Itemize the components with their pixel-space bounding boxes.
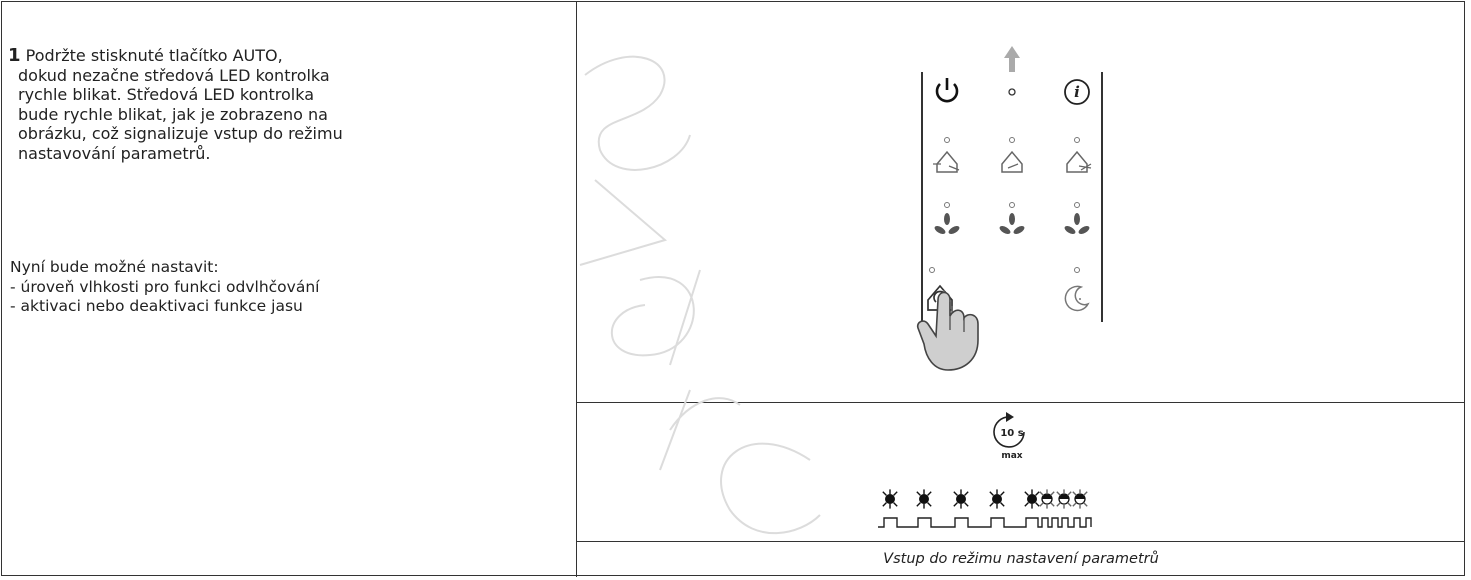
led-on-icon <box>1027 494 1037 504</box>
led-on-icon <box>992 494 1002 504</box>
step-line: rychle blikat. Středová LED kontrolka <box>18 85 315 104</box>
step-line: bude rychle blikat, jak je zobrazeno na <box>18 104 328 124</box>
power-icon <box>935 78 959 103</box>
house-mode-icon-3 <box>1066 150 1092 173</box>
step-line: obrázku, což signalizuje vstup do režimu <box>18 124 343 143</box>
led-on-icon <box>956 494 966 504</box>
center-led-icon <box>1008 88 1016 96</box>
arrow-up-icon <box>1004 46 1020 72</box>
control-panel-illustration: i <box>916 46 1103 371</box>
led-on-icon <box>919 494 929 504</box>
step-instruction: 1 Podržte stisknuté tlačítko AUTO, dokud… <box>8 46 528 163</box>
step-line: dokud nezačne středová LED kontrolka <box>18 65 330 85</box>
options-intro: Nyní bude možné nastavit: <box>10 258 219 276</box>
led-blinking-diagram: 10 s max <box>878 412 1092 528</box>
night-mode-icon <box>1064 285 1090 312</box>
row-divider <box>577 402 1465 403</box>
step-line: nastavování parametrů. <box>18 143 211 163</box>
house-mode-icon-2 <box>1001 150 1023 173</box>
figure-caption: Vstup do režimu nastavení parametrů <box>883 551 1159 567</box>
info-icon: i <box>1064 79 1090 105</box>
led-on-icon <box>885 494 895 504</box>
fan-speed-3-icon <box>1064 213 1090 234</box>
column-divider <box>576 1 577 577</box>
step-first-line: 1 Podržte stisknuté tlačítko AUTO, <box>8 46 528 66</box>
pressing-hand-icon <box>916 290 979 371</box>
fan-speed-2-icon <box>999 213 1025 234</box>
option-item-brightness: - aktivaci nebo deaktivaci funkce jasu <box>10 297 303 315</box>
blinking-led-row <box>882 489 1088 509</box>
pulse-waveform <box>878 517 1092 528</box>
step-first-text: Podržte stisknuté tlačítko AUTO, <box>25 46 283 65</box>
timer-value: 10 s <box>1000 428 1023 439</box>
fan-speed-1-icon <box>934 213 960 234</box>
svg-text:i: i <box>1074 83 1080 101</box>
row-divider-caption <box>577 541 1465 542</box>
option-item-humidity: - úroveň vlhkosti pro funkci odvlhčování <box>10 277 320 296</box>
step-number: 1 <box>8 45 21 66</box>
timer-icon: 10 s max <box>993 412 1025 461</box>
settings-options: Nyní bude možné nastavit: - úroveň vlhko… <box>10 258 530 317</box>
timer-label: max <box>1001 451 1022 461</box>
house-mode-icon-1 <box>933 150 960 173</box>
